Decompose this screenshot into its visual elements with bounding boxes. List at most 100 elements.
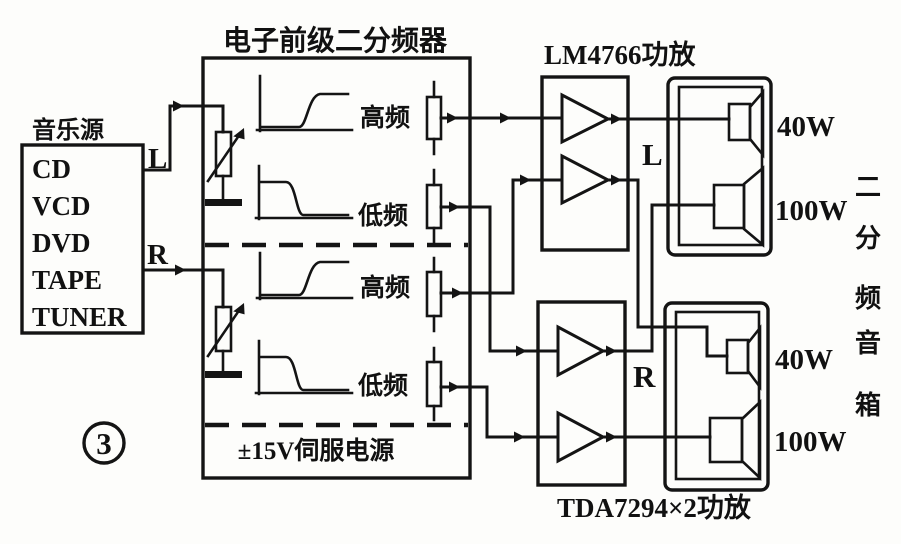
lm4766-amp-block: LM4766功放 L bbox=[540, 39, 696, 252]
right-high-wire bbox=[439, 178, 564, 295]
arrow-left-input bbox=[173, 100, 184, 112]
two-way-speaker-side-label: 二 分 频 音 箱 bbox=[855, 173, 881, 420]
cabinet-inner bbox=[674, 310, 761, 481]
pot-wiper-arrow bbox=[233, 128, 245, 140]
tweeter-driver bbox=[725, 338, 750, 375]
curve-axes bbox=[254, 339, 354, 396]
arrow bbox=[611, 113, 622, 125]
trimmer-body bbox=[425, 360, 443, 408]
source-item-vcd: VCD bbox=[32, 191, 91, 221]
source-item-dvd: DVD bbox=[32, 228, 91, 258]
pot-wiper-line bbox=[206, 132, 242, 183]
amp-triangle-r-low bbox=[556, 410, 607, 464]
trimmer-body bbox=[425, 95, 443, 141]
arrow bbox=[520, 174, 531, 186]
trimmer-body bbox=[425, 270, 443, 318]
right-volume-pot bbox=[205, 303, 245, 378]
woofer-cone bbox=[742, 165, 765, 248]
pot-wiper-line bbox=[206, 307, 242, 358]
tweeter-driver bbox=[727, 102, 752, 142]
cabinet-outer bbox=[663, 301, 770, 492]
crossover-title: 电子前级二分频器 bbox=[223, 24, 448, 57]
crossover-box bbox=[201, 56, 472, 480]
amp-triangle-l-low bbox=[556, 324, 607, 378]
arrow bbox=[514, 431, 525, 443]
arrow bbox=[516, 345, 527, 357]
curve-axes bbox=[255, 251, 354, 301]
tweeter-cone bbox=[746, 324, 762, 391]
tda7294-amp-block: TDA7294×2功放 R bbox=[536, 300, 752, 523]
arrow bbox=[606, 345, 617, 357]
lowpass-response bbox=[259, 355, 350, 392]
source-item-cd: CD bbox=[32, 154, 71, 184]
lowpass-response bbox=[259, 180, 350, 217]
left-woofer-power: 100W bbox=[775, 195, 848, 227]
pot-body bbox=[214, 130, 233, 178]
pot-body bbox=[214, 305, 233, 353]
arrow bbox=[447, 112, 458, 124]
curve-axes bbox=[254, 164, 354, 221]
left-tweeter-power: 40W bbox=[777, 111, 835, 143]
right-high-label: 高频 bbox=[360, 273, 410, 302]
right-input-wire bbox=[141, 268, 225, 309]
left-high-label: 高频 bbox=[360, 103, 410, 132]
left-lowpass-curve bbox=[254, 164, 354, 221]
side-char-1: 二 bbox=[855, 173, 881, 202]
right-low-label: 低频 bbox=[357, 372, 408, 400]
lm-channel-letter: L bbox=[642, 137, 663, 172]
figure-number-badge: 3 bbox=[82, 421, 126, 465]
music-source-box bbox=[20, 143, 145, 335]
tda7294-box bbox=[536, 300, 627, 487]
crossover-to-amp-wires bbox=[439, 112, 564, 443]
source-item-tuner: TUNER bbox=[32, 302, 127, 332]
tda7294-title: TDA7294×2功放 bbox=[557, 492, 752, 523]
amp-triangle-l-high bbox=[560, 92, 612, 145]
left-low-level-trimmer bbox=[425, 168, 443, 245]
right-channel-label: R bbox=[147, 239, 169, 271]
source-item-tape: TAPE bbox=[32, 265, 102, 295]
arrow bbox=[500, 112, 511, 124]
figure-number-text: 3 bbox=[96, 426, 112, 461]
arrow bbox=[452, 287, 463, 299]
ground-symbol bbox=[205, 371, 242, 378]
left-high-level-trimmer bbox=[425, 80, 443, 156]
right-speaker-cabinet: 40W 100W bbox=[663, 301, 847, 492]
arrow bbox=[449, 381, 460, 393]
right-highpass-curve bbox=[255, 251, 354, 301]
lm4766-box bbox=[540, 75, 630, 252]
lm-out2-to-right-tweeter bbox=[606, 178, 729, 358]
trimmer-body bbox=[425, 183, 443, 230]
tda-channel-letter: R bbox=[633, 359, 656, 394]
left-volume-pot bbox=[205, 128, 245, 206]
music-source-title: 音乐源 bbox=[32, 116, 104, 144]
right-high-level-trimmer bbox=[425, 256, 443, 333]
arrow bbox=[449, 201, 460, 213]
left-highpass-curve bbox=[255, 74, 354, 133]
curve-axes bbox=[255, 74, 354, 133]
music-source-block: 音乐源 CD VCD DVD TAPE TUNER L R bbox=[20, 116, 169, 335]
highpass-response bbox=[260, 92, 350, 129]
woofer-cone bbox=[740, 398, 762, 482]
right-tweeter-power: 40W bbox=[775, 344, 833, 376]
right-woofer-power: 100W bbox=[774, 426, 847, 458]
figure-number-circle bbox=[82, 421, 126, 465]
tda-out1-to-left-woofer bbox=[601, 203, 716, 353]
side-char-5: 箱 bbox=[855, 390, 881, 420]
side-char-2: 分 bbox=[855, 224, 881, 253]
woofer-driver bbox=[712, 183, 746, 230]
right-lowpass-curve bbox=[254, 339, 354, 396]
ground-symbol bbox=[205, 199, 242, 206]
highpass-response bbox=[260, 260, 350, 297]
left-low-label: 低频 bbox=[357, 202, 408, 230]
right-low-wire bbox=[439, 385, 560, 439]
left-input-wire bbox=[141, 104, 225, 172]
side-char-3: 频 bbox=[855, 284, 881, 313]
tweeter-cone bbox=[748, 88, 765, 159]
pot-wiper-arrow bbox=[233, 303, 245, 315]
arrow-right-input bbox=[175, 264, 186, 276]
lm4766-title: LM4766功放 bbox=[544, 39, 696, 70]
arrow bbox=[611, 174, 622, 186]
servo-power-label: ±15V伺服电源 bbox=[238, 437, 395, 465]
